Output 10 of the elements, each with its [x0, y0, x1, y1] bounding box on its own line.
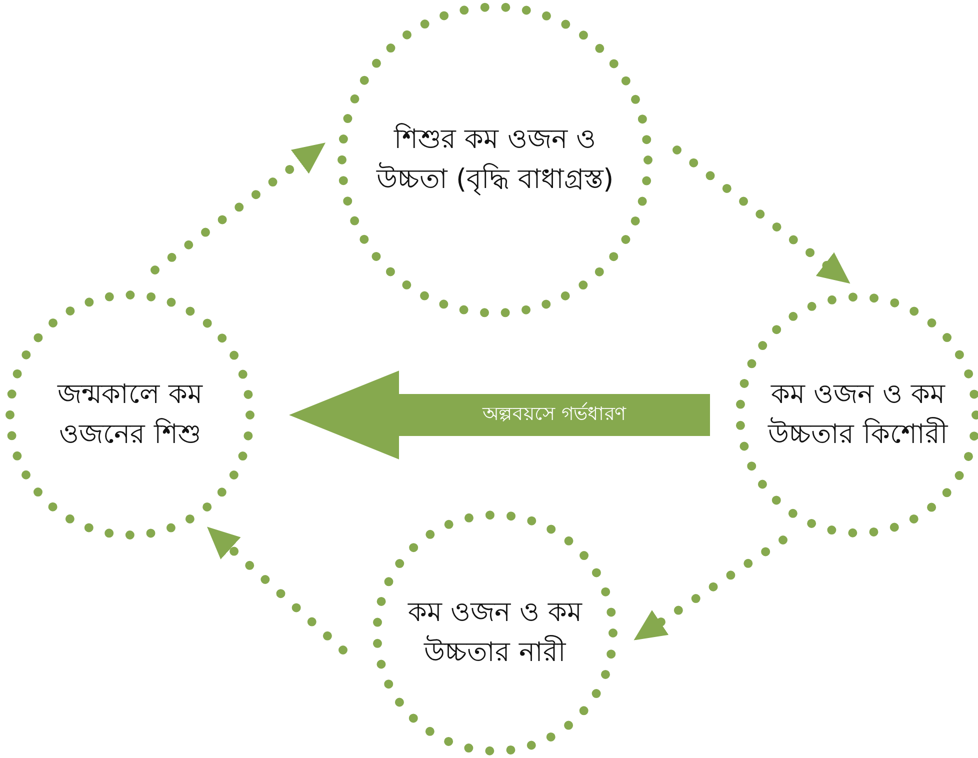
node-text: কম ওজন ও কম উচ্চতার কিশোরী — [766, 378, 950, 452]
dotted-arrow — [150, 142, 326, 274]
block-arrow — [289, 370, 710, 460]
edge-label: অল্পবয়সে গর্ভধারণ — [482, 401, 626, 427]
node-text: শিশুর কম ওজন ও উচ্চতা (বৃদ্ধি বাধাগ্রস্ত) — [375, 122, 615, 198]
dotted-arrow — [672, 146, 850, 284]
dotted-arrow — [207, 526, 348, 654]
node-text: জন্মকালে কম ওজনের শিশু — [56, 378, 204, 452]
node-text: কম ওজন ও কম উচ্চতার নারী — [406, 596, 584, 670]
dotted-arrow — [634, 536, 788, 640]
